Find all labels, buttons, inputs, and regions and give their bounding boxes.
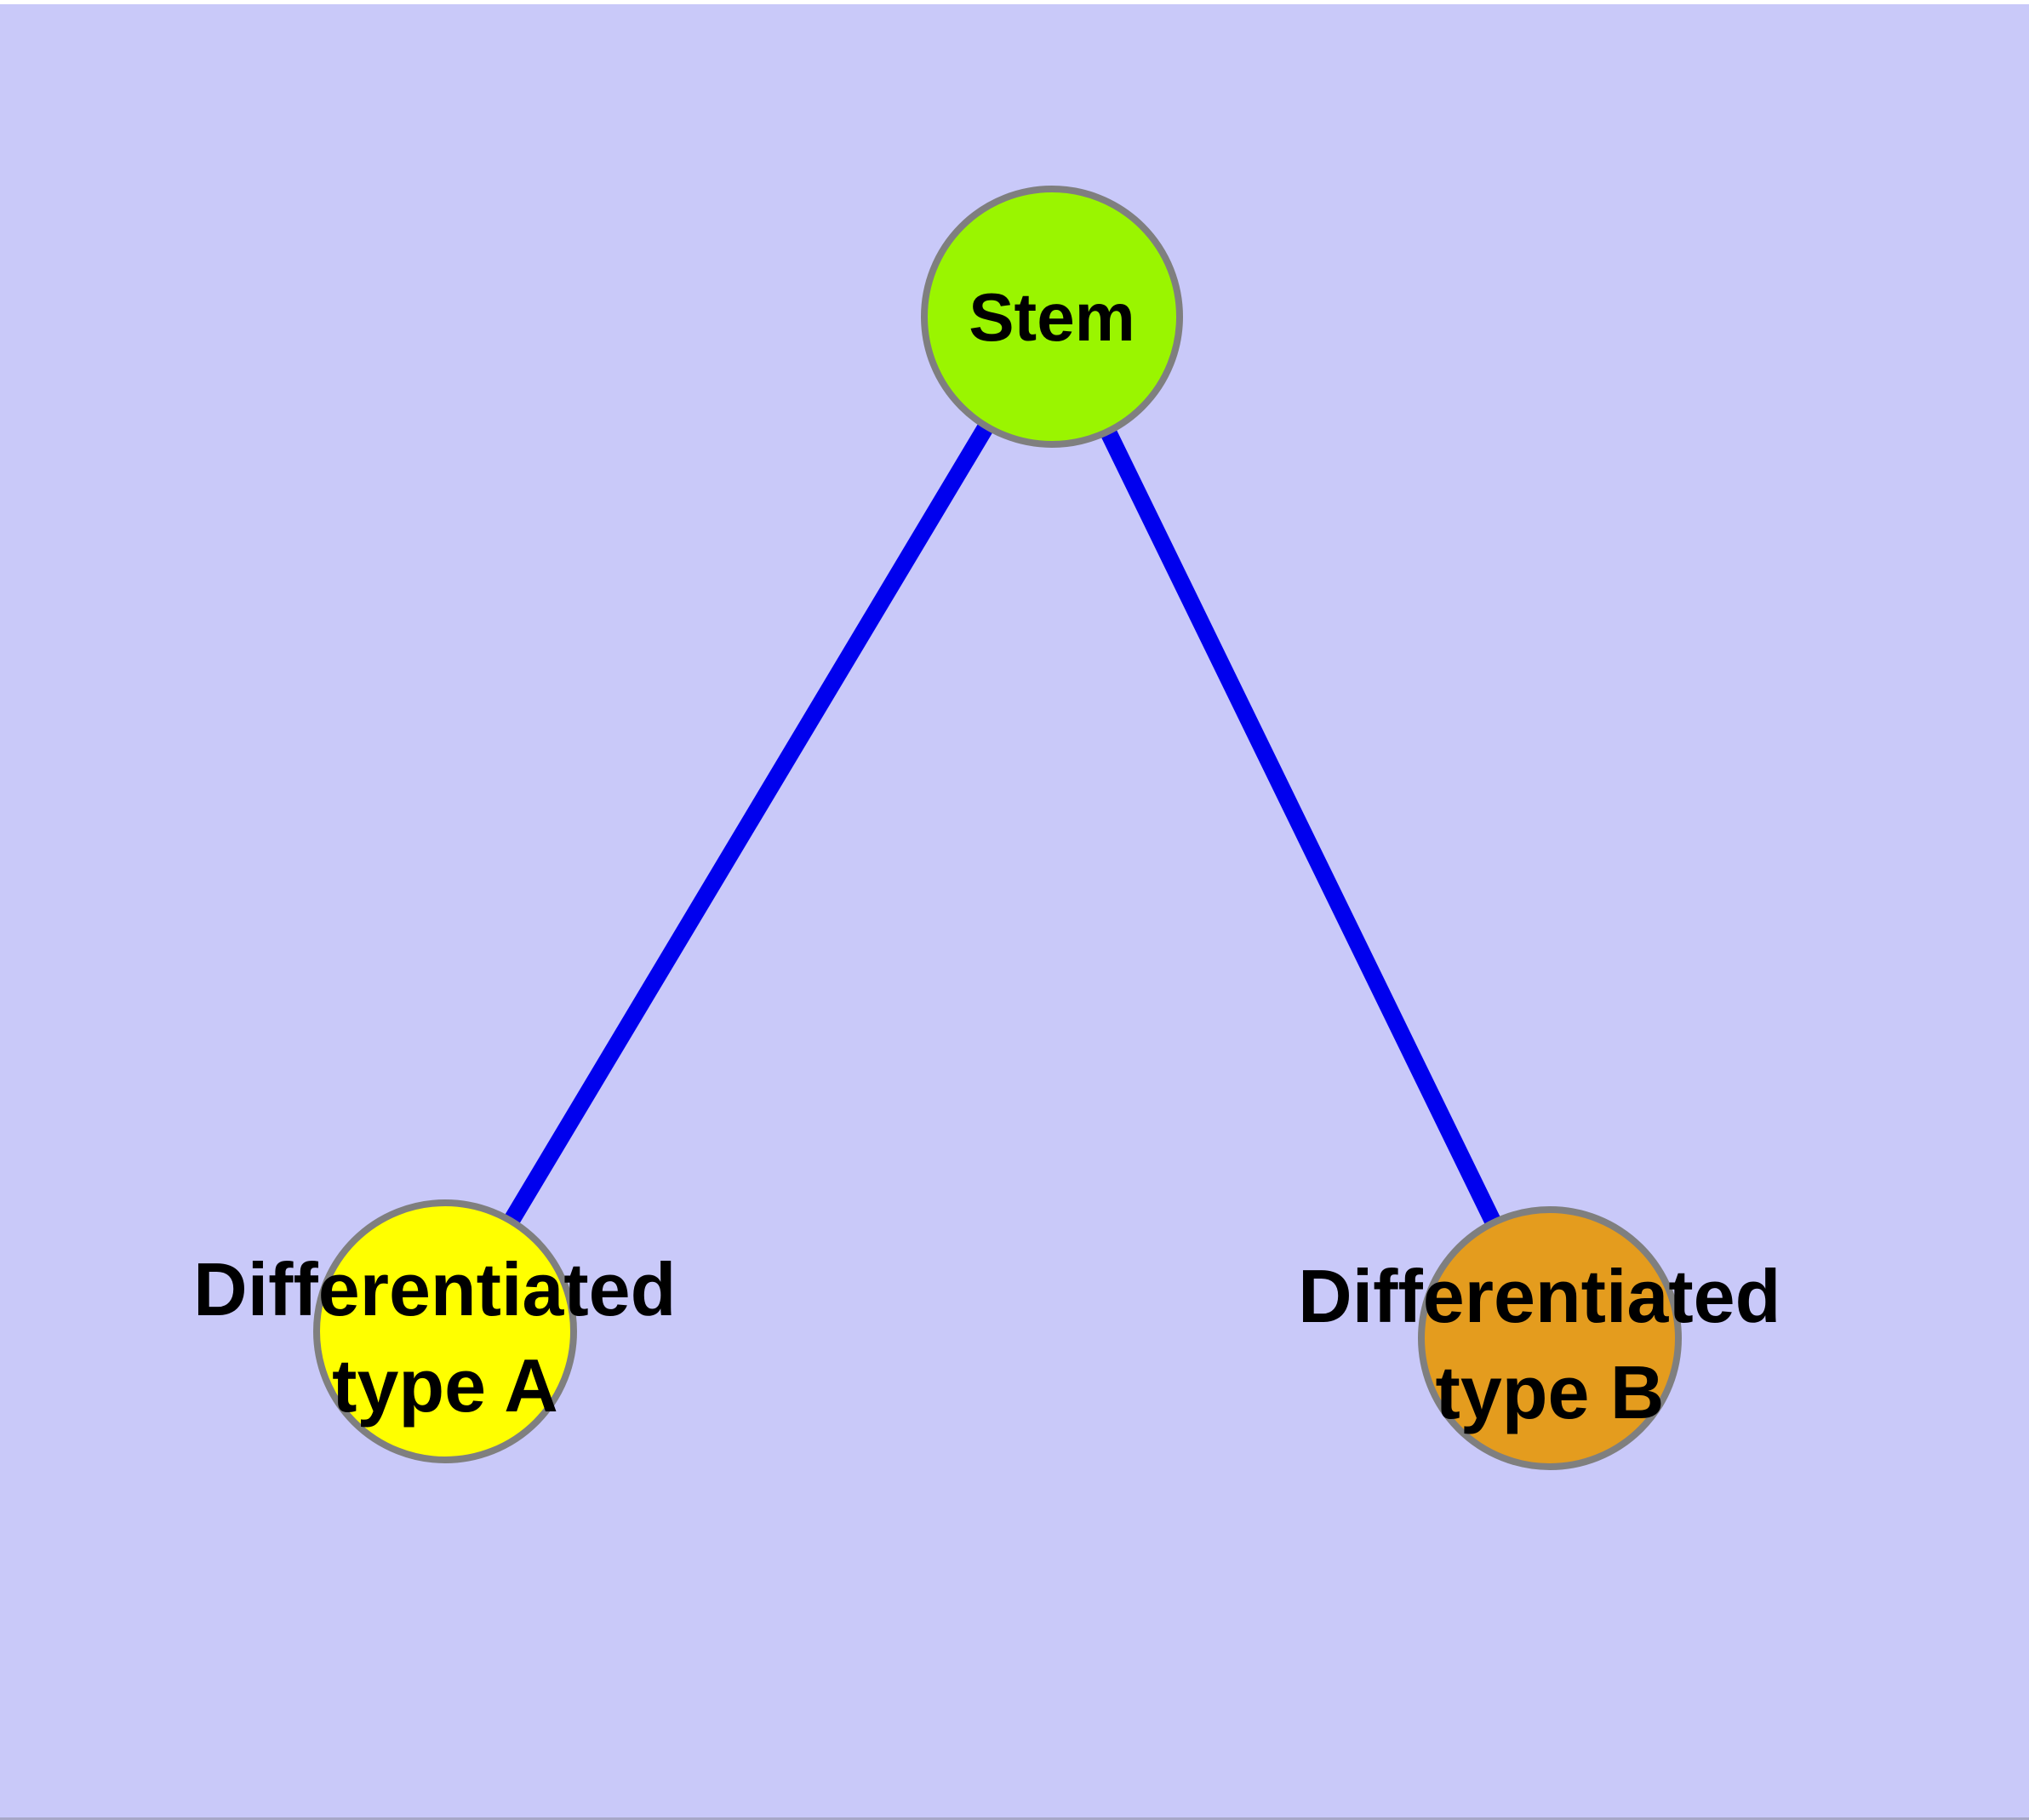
node-type-b-circle bbox=[1418, 1206, 1682, 1470]
node-stem: Stem bbox=[921, 186, 1183, 448]
node-type-a-label-line1: Differentiated bbox=[193, 1247, 676, 1331]
node-type-a-circle bbox=[313, 1199, 577, 1463]
top-white-strip bbox=[0, 0, 2029, 4]
node-type-b-label: Differentiated type B bbox=[1298, 1254, 1802, 1434]
edge-stem-to-type-a bbox=[437, 312, 1060, 1336]
bottom-edge-line bbox=[0, 1817, 2029, 1820]
edge-stem-to-type-b bbox=[1044, 312, 1557, 1342]
node-type-b-label-line2: type B bbox=[1436, 1350, 1665, 1434]
node-type-b-label-line1: Differentiated bbox=[1298, 1254, 1780, 1338]
node-stem-label: Stem bbox=[969, 279, 1135, 355]
edge-group bbox=[437, 312, 1557, 1342]
node-stem-circle bbox=[921, 186, 1183, 448]
node-type-a-label-line2: type A bbox=[332, 1343, 558, 1428]
node-type-a-label: Differentiated type A bbox=[193, 1247, 697, 1428]
node-differentiated-type-b: Differentiated type B bbox=[1298, 1206, 1802, 1470]
node-differentiated-type-a: Differentiated type A bbox=[193, 1199, 697, 1463]
